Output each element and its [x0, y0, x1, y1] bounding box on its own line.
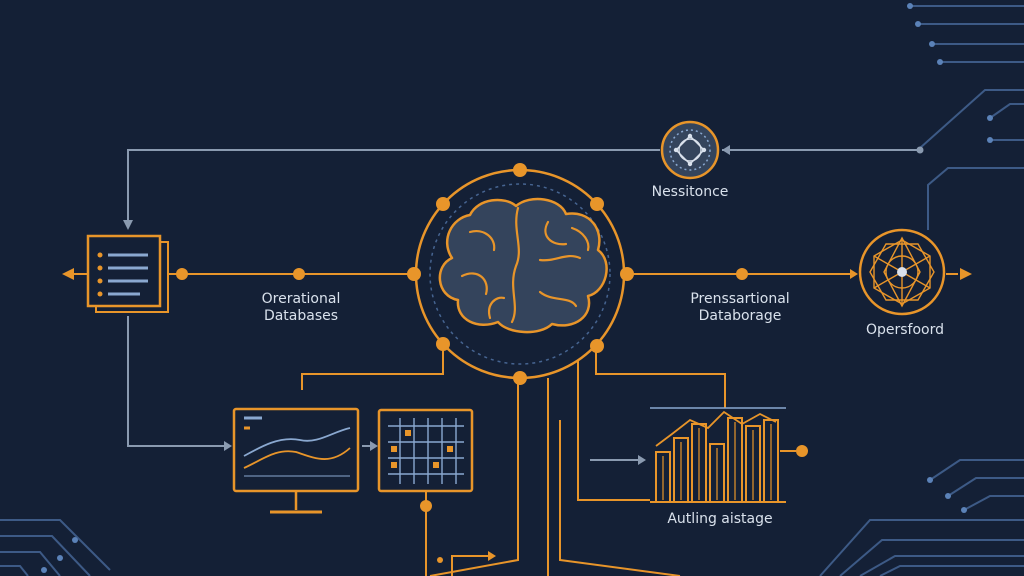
circuit-traces-top-right — [910, 5, 1024, 230]
label-nessitonce: Nessitonce — [651, 184, 729, 200]
label-opersfoord: Opersfoord — [865, 322, 945, 338]
orange-connections — [74, 273, 958, 576]
label-prenssartional-line1: Prenssartional — [690, 291, 790, 307]
label-operational-line1: Orerational — [261, 291, 341, 307]
circuit-traces-bottom-right — [819, 459, 1024, 576]
brain-node[interactable] — [407, 163, 634, 385]
label-prenssartional-databorage: Prenssartional Databorage — [670, 291, 810, 325]
connection-nodes — [176, 268, 808, 563]
brain-icon — [438, 197, 608, 334]
document-list-icon[interactable] — [86, 234, 169, 313]
gray-connections — [127, 149, 920, 461]
monitor-chart-icon[interactable] — [232, 407, 360, 514]
bar-chart-icon[interactable] — [650, 407, 786, 503]
label-auting-aistage: Autling aistage — [667, 511, 773, 527]
circuit-traces-bottom-left — [0, 519, 111, 576]
label-prenssartional-line2: Databorage — [698, 308, 782, 324]
network-node-icon[interactable] — [660, 120, 720, 180]
grid-table-icon[interactable] — [377, 408, 474, 493]
mandala-node-icon[interactable] — [858, 228, 946, 316]
label-operational-databases: Orerational Databases — [236, 291, 366, 325]
label-operational-line2: Databases — [263, 308, 339, 324]
